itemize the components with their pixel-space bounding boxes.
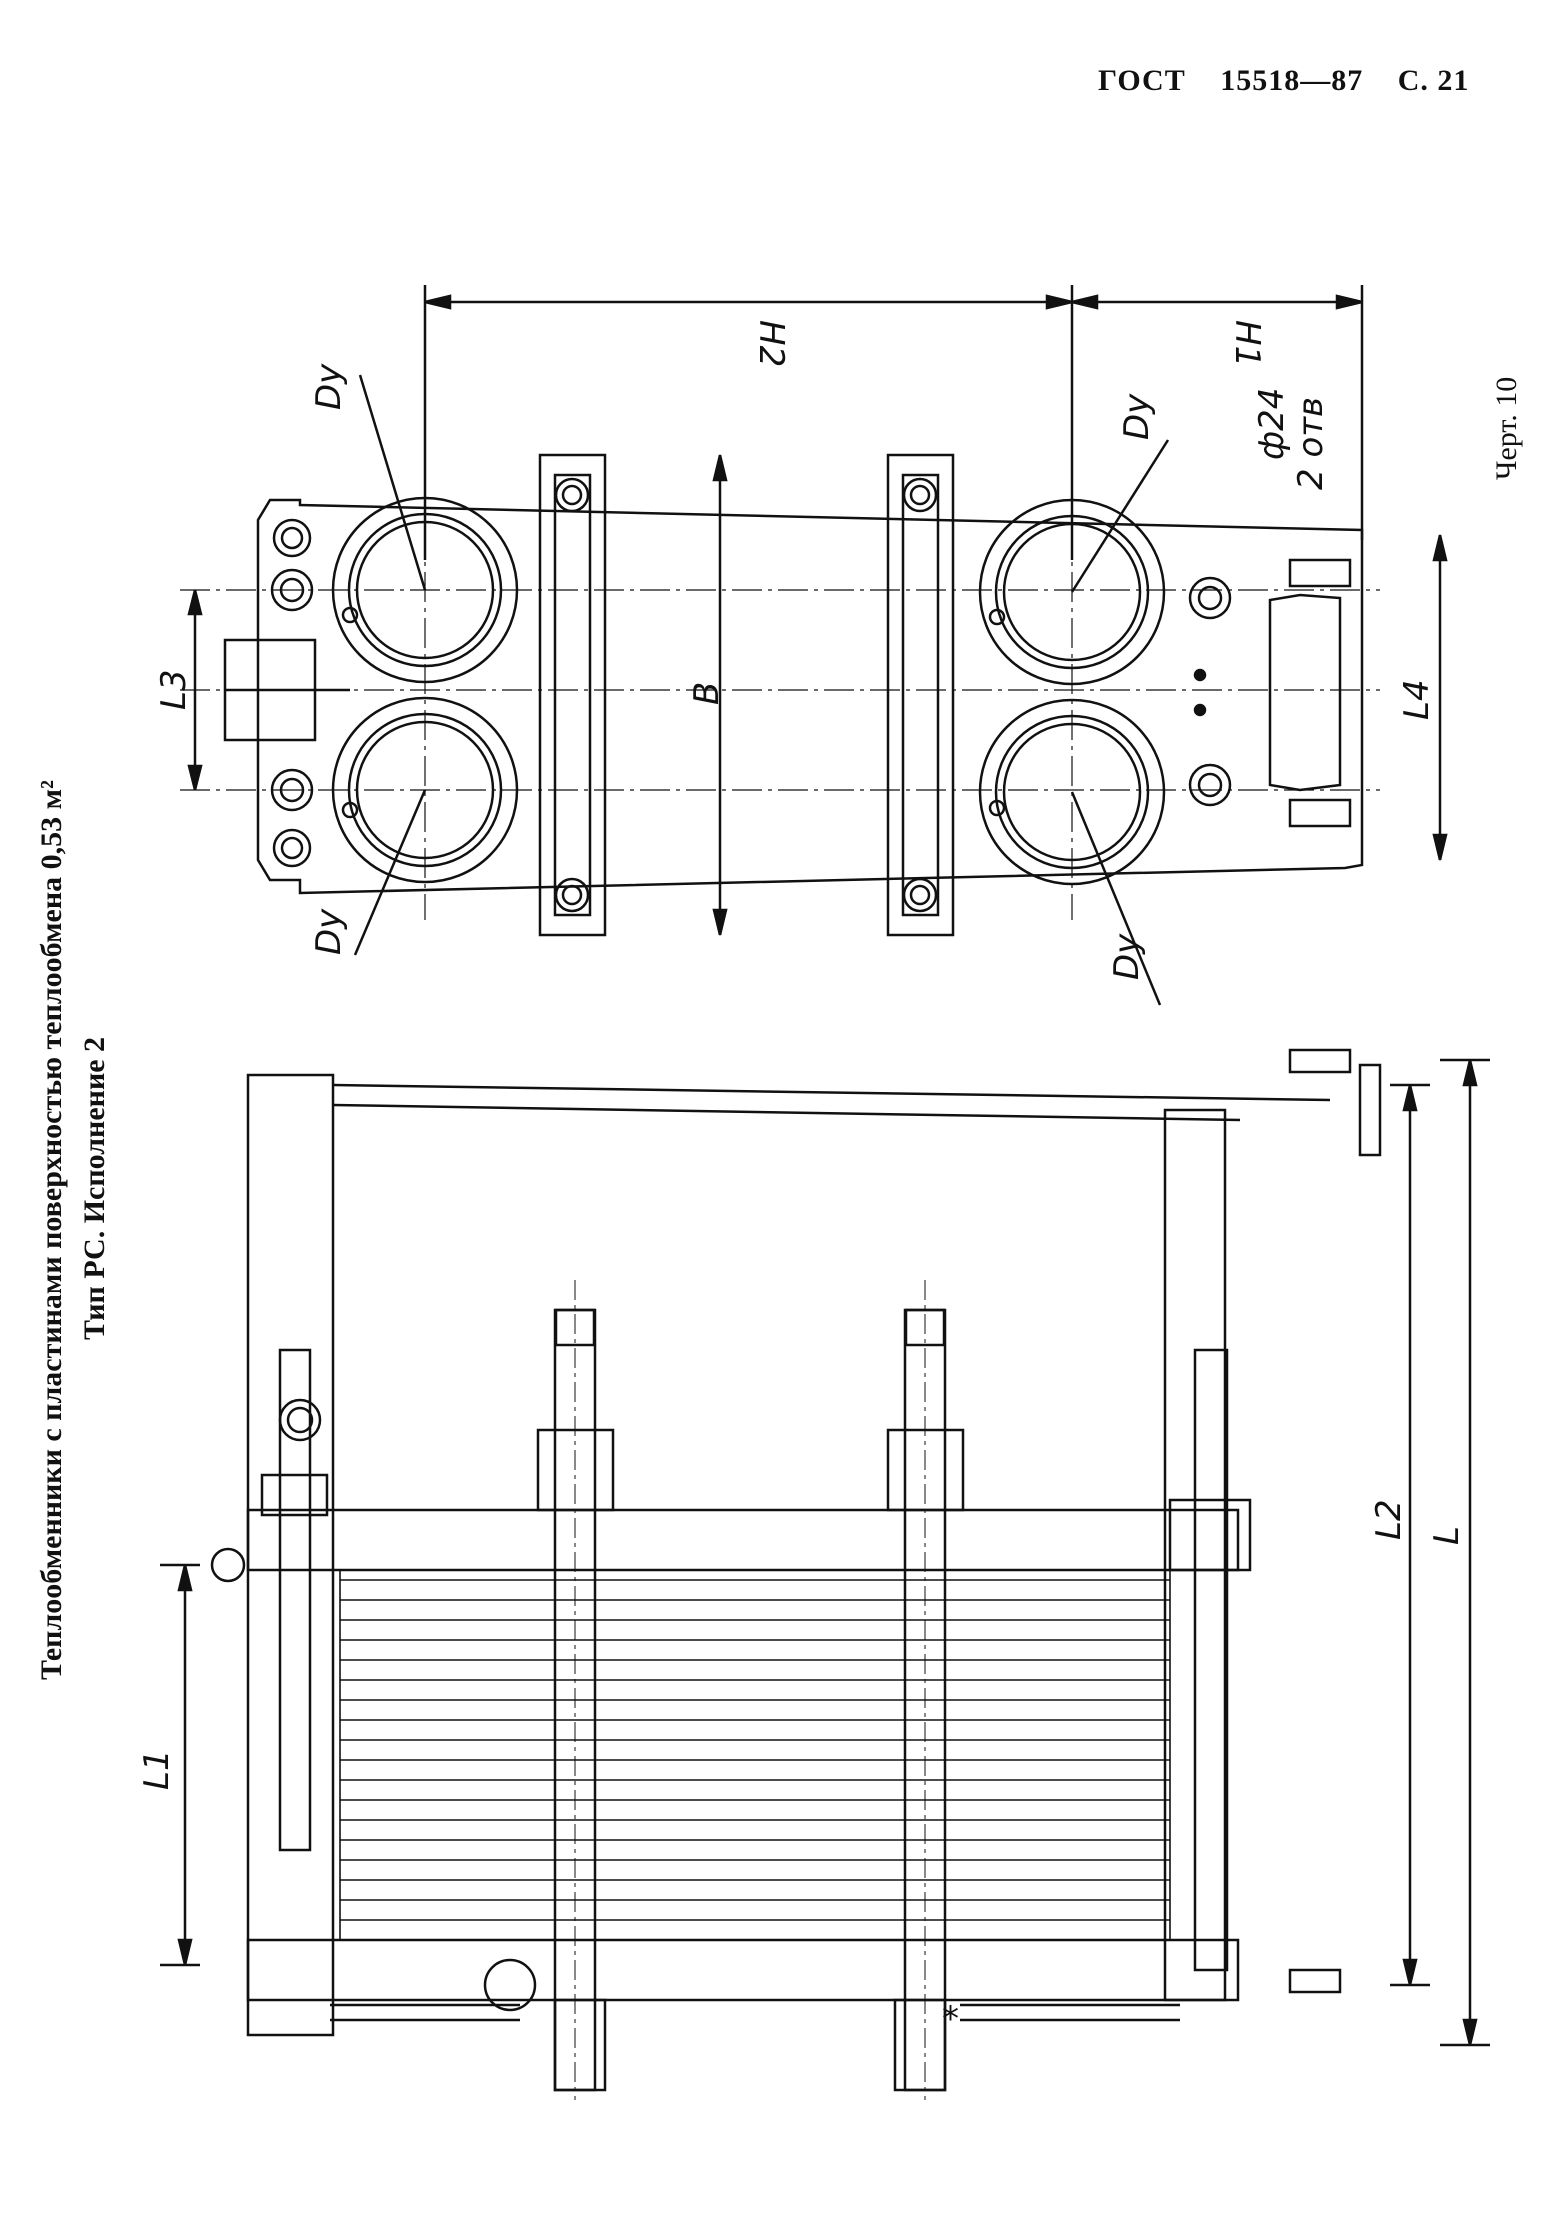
- dim-L4: L4: [1397, 679, 1437, 720]
- tie-rods: [210, 1280, 1252, 2100]
- label-phi24: ф24: [1252, 388, 1292, 460]
- dim-L3: L3: [154, 669, 194, 710]
- label-Dy-2: Dy: [309, 908, 349, 955]
- label-Dy-4: Dy: [1107, 933, 1147, 980]
- page-header: ГОСТ 15518—87 С. 21: [1098, 64, 1495, 98]
- plate-pack: [339, 1570, 1171, 1940]
- dim-L1: L1: [137, 1749, 177, 1790]
- label-Dy-3: Dy: [1117, 393, 1157, 440]
- side-view: [160, 1048, 1490, 2100]
- dim-L2: L2: [1369, 1499, 1409, 1540]
- page-number: С. 21: [1397, 64, 1470, 97]
- label-Dy-1: Dy: [309, 363, 349, 410]
- dim-B: B: [687, 682, 727, 705]
- standard-number: 15518—87: [1220, 64, 1364, 97]
- port-circles: [331, 496, 1166, 886]
- star-note: *: [942, 1999, 959, 2039]
- dim-H1: H1: [1227, 320, 1267, 367]
- label-holes: 2 отв: [1291, 397, 1331, 490]
- dim-H2: H2: [751, 320, 791, 367]
- dim-L: L: [1427, 1526, 1467, 1545]
- clamp-bars: [538, 453, 955, 937]
- standard-label: ГОСТ: [1098, 64, 1186, 97]
- end-view: [180, 285, 1448, 1006]
